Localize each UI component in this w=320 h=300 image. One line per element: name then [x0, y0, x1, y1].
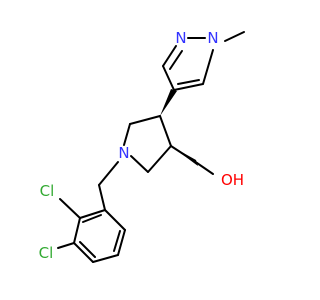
bonds: [57, 31, 245, 263]
bond-benzene-c5-c6-double: [113, 230, 121, 252]
hash-bond-hydroxymethyl: [171, 146, 198, 166]
bond-benzene-c3-c4: [73, 242, 94, 263]
atom-label-n-pyrazole-left: N: [175, 29, 186, 47]
bond-ch2-aryl: [98, 184, 106, 211]
bond-benzene-c1-c2-double: [82, 214, 102, 223]
bond-benzene-c1-c2: [79, 209, 106, 219]
bond-ch2-o: [196, 162, 214, 175]
atom-label-n-pyrazole-right: N: [207, 29, 218, 47]
atom-label-n-pyrrolidine: N: [118, 144, 129, 162]
bond-pyrazole-n-c3-double: [169, 50, 183, 70]
bond-benzene-c4-c5: [92, 254, 119, 263]
bond-pyrazole-n-c3: [162, 45, 177, 67]
bond-c3-cl: [57, 242, 75, 249]
atom-labels: N N N OH Cl Cl: [39, 29, 244, 262]
bond-n-methyl: [224, 31, 245, 42]
bond-pyrrolidine-c2-c3: [147, 145, 172, 173]
atom-label-hydroxyl: OH: [221, 171, 244, 189]
bond-benzene-c5-c6: [117, 229, 126, 256]
bond-c2-cl: [59, 198, 81, 219]
bond-n-ch2: [98, 161, 119, 186]
bond-pyrrolidine-n-c2: [130, 155, 149, 173]
molecule-structure-diagram: N N N OH Cl Cl: [39, 29, 245, 263]
wedge-bond-pyrazole: [160, 89, 177, 116]
bond-benzene-c6-c1: [104, 209, 126, 231]
atom-label-chlorine-upper: Cl: [40, 182, 55, 200]
bond-pyrazole-c5-n: [202, 49, 214, 85]
bond-pyrrolidine-c4-c5: [129, 115, 161, 125]
bond-pyrazole-c4-c5: [173, 83, 204, 91]
bond-pyrrolidine-c3-c4: [159, 115, 172, 147]
bond-pyrrolidine-c5-n: [123, 123, 131, 146]
bond-pyrazole-c4-c5-double: [177, 79, 200, 85]
bond-benzene-c2-c3: [73, 217, 81, 244]
bond-benzene-c3-c4-double: [79, 241, 96, 258]
bond-pyrazole-c3-c4: [162, 65, 175, 91]
atom-label-chlorine-lower: Cl: [39, 244, 54, 262]
